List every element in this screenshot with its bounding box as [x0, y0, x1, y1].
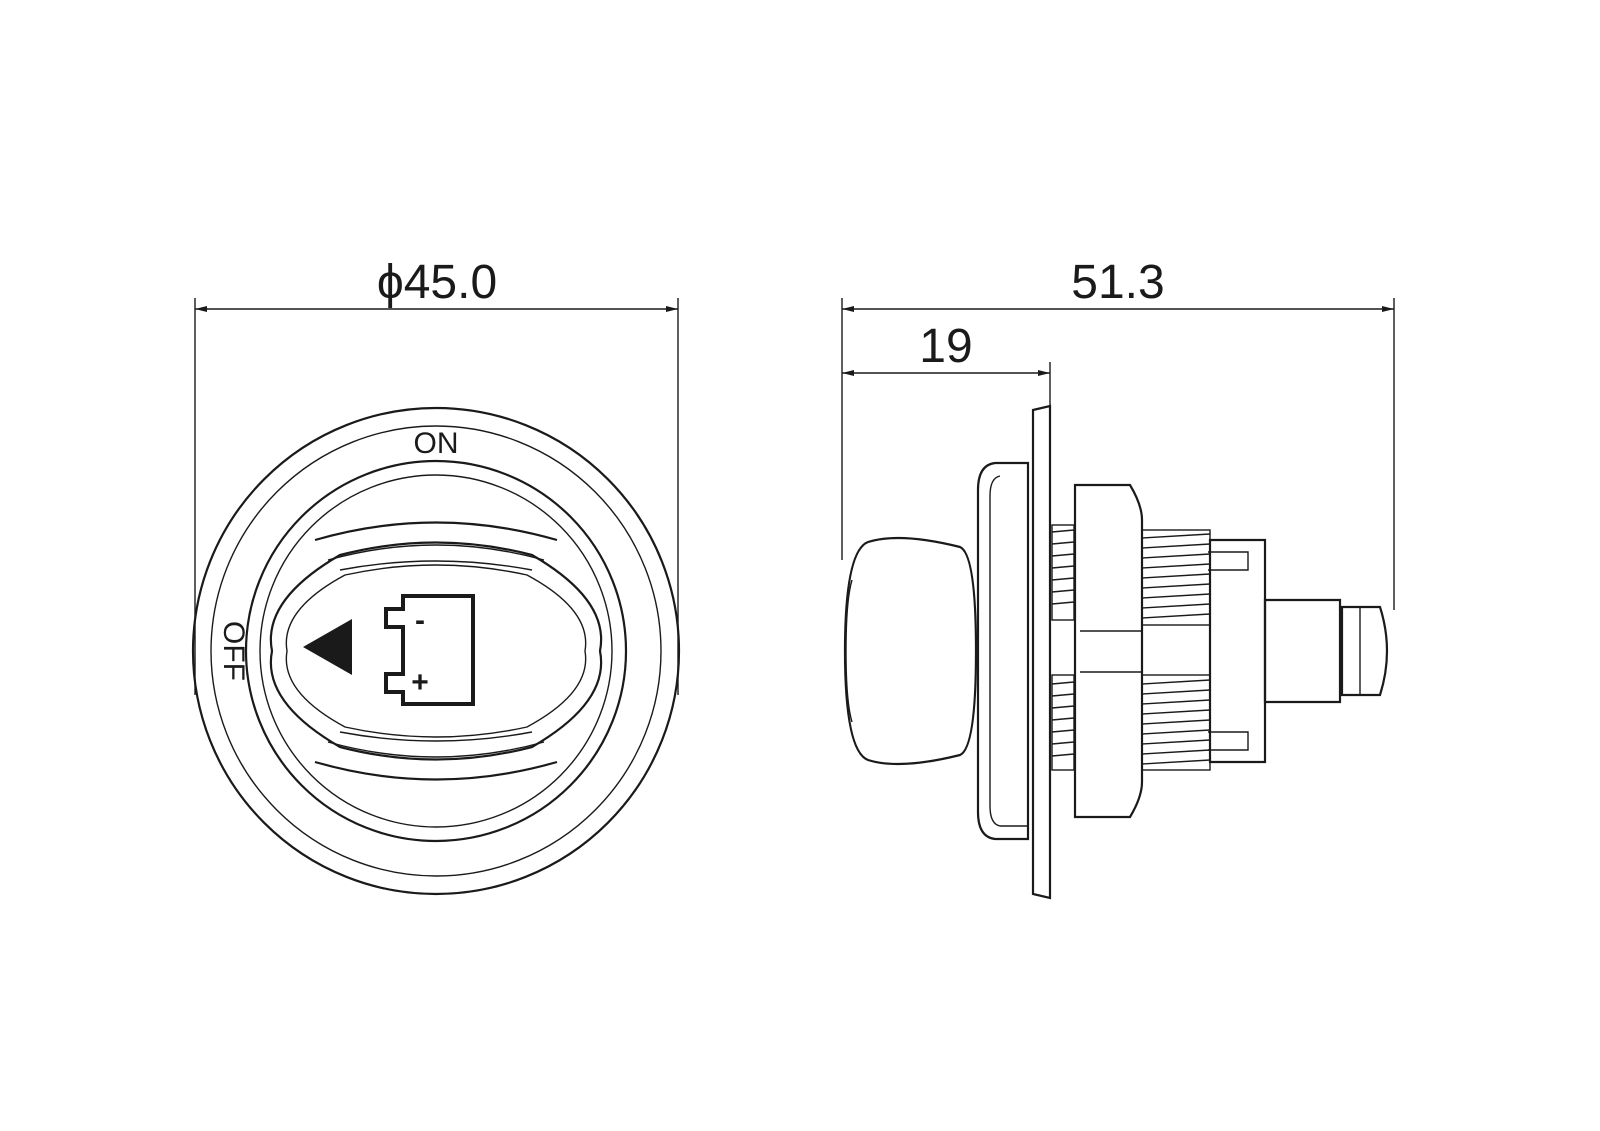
knob-bottom-grip-outer	[314, 760, 558, 781]
knob-base-ring	[244, 459, 628, 843]
overall-length-label: 51.3	[1071, 256, 1164, 309]
thread-pattern-lower	[1051, 679, 1211, 765]
front-view: ϕ45.0 ON OFF - +	[191, 256, 681, 896]
rear-housing	[1208, 538, 1267, 764]
terminal-stud	[1263, 598, 1342, 704]
mounting-nut	[1073, 483, 1144, 819]
knob-paddle-inner	[285, 564, 587, 738]
side-view: 51.3 19	[841, 256, 1395, 900]
off-label: OFF	[217, 621, 250, 681]
rear-housing-clip-bottom	[1208, 731, 1249, 751]
knob-inner-ring	[259, 474, 613, 828]
panel-plate	[1031, 404, 1052, 900]
flange-depth-label: 19	[919, 320, 972, 373]
outer-bezel-ring	[191, 406, 681, 896]
knob-cap-face	[845, 579, 853, 723]
diameter-label: ϕ45.0	[377, 256, 497, 309]
inner-bezel-ring	[210, 425, 662, 877]
bezel-inner	[989, 475, 1028, 827]
knob-paddle-outer	[269, 541, 603, 761]
rear-housing-clip-top	[1208, 551, 1249, 571]
on-label: ON	[414, 427, 459, 460]
battery-minus-sign: -	[415, 604, 425, 637]
knob-top-grip-inner	[327, 544, 545, 561]
knob-top-grip-outer	[314, 521, 558, 542]
knob-cap-outline	[843, 536, 978, 766]
battery-icon: - +	[384, 594, 475, 706]
knob-bottom-grip-inner	[327, 741, 545, 758]
bezel-outline	[976, 461, 1030, 841]
knob-bottom-grip-low	[339, 731, 533, 742]
pointer-triangle-icon	[303, 619, 352, 675]
knob-top-grip-low	[339, 560, 533, 571]
terminal-cap	[1340, 605, 1389, 697]
thread-pattern-upper	[1051, 529, 1211, 619]
battery-plus-sign: +	[411, 666, 429, 699]
